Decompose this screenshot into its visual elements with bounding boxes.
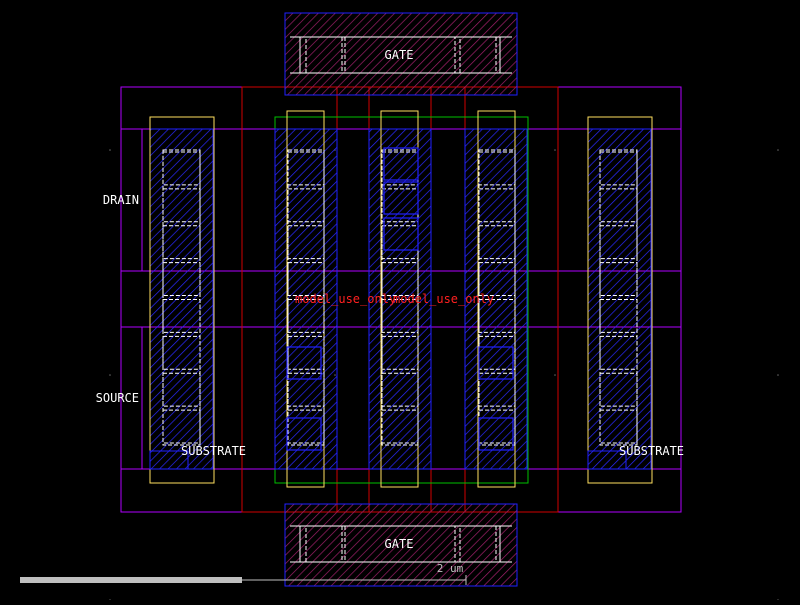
scale-label: 2 um xyxy=(437,562,464,575)
contact-cell xyxy=(162,335,201,370)
gate-label-top: GATE xyxy=(385,48,414,62)
via xyxy=(383,181,419,215)
contact-cell xyxy=(599,372,638,407)
drain-label: DRAIN xyxy=(103,193,139,207)
contact-column xyxy=(599,149,638,446)
contact-cell xyxy=(381,225,419,260)
metal-outline xyxy=(587,116,653,484)
contact-cell xyxy=(287,225,325,260)
contact-cell xyxy=(381,299,419,333)
contact-column xyxy=(287,149,325,446)
metal-outline xyxy=(149,116,215,484)
model-label-right: model_use_only xyxy=(393,292,494,306)
metal-outline xyxy=(286,110,325,488)
contact-cell xyxy=(287,299,325,333)
metal-outline xyxy=(477,110,516,488)
contact-column xyxy=(381,149,419,446)
via xyxy=(383,217,419,251)
via xyxy=(478,346,514,380)
gate-label-bottom: GATE xyxy=(385,537,414,551)
model-label-left: model_use_only xyxy=(295,292,396,306)
metal-outline xyxy=(380,110,419,488)
substrate-label-left: SUBSTRATE xyxy=(181,444,246,458)
contact-column xyxy=(162,149,201,446)
contact-cell xyxy=(162,372,201,407)
substrate-tap xyxy=(149,450,189,470)
diffusion-strip xyxy=(464,128,528,470)
gate-pad-top[interactable]: GATE xyxy=(284,12,518,96)
gate-pad-bottom[interactable]: GATE xyxy=(284,503,518,587)
contact-cell xyxy=(478,299,516,333)
substrate-tap xyxy=(587,450,627,470)
scale-bar: 2 um xyxy=(20,562,467,585)
via xyxy=(478,417,514,451)
via xyxy=(383,147,419,181)
contact-cell xyxy=(599,335,638,370)
via xyxy=(286,417,322,451)
via xyxy=(286,346,322,380)
contact-cell xyxy=(381,262,419,296)
source-label: SOURCE xyxy=(96,391,139,405)
substrate-label-right: SUBSTRATE xyxy=(619,444,684,458)
contact-cell xyxy=(478,262,516,296)
contact-column xyxy=(478,149,516,446)
contact-cell xyxy=(478,225,516,260)
contact-columns xyxy=(149,110,653,488)
contact-cell xyxy=(287,262,325,296)
